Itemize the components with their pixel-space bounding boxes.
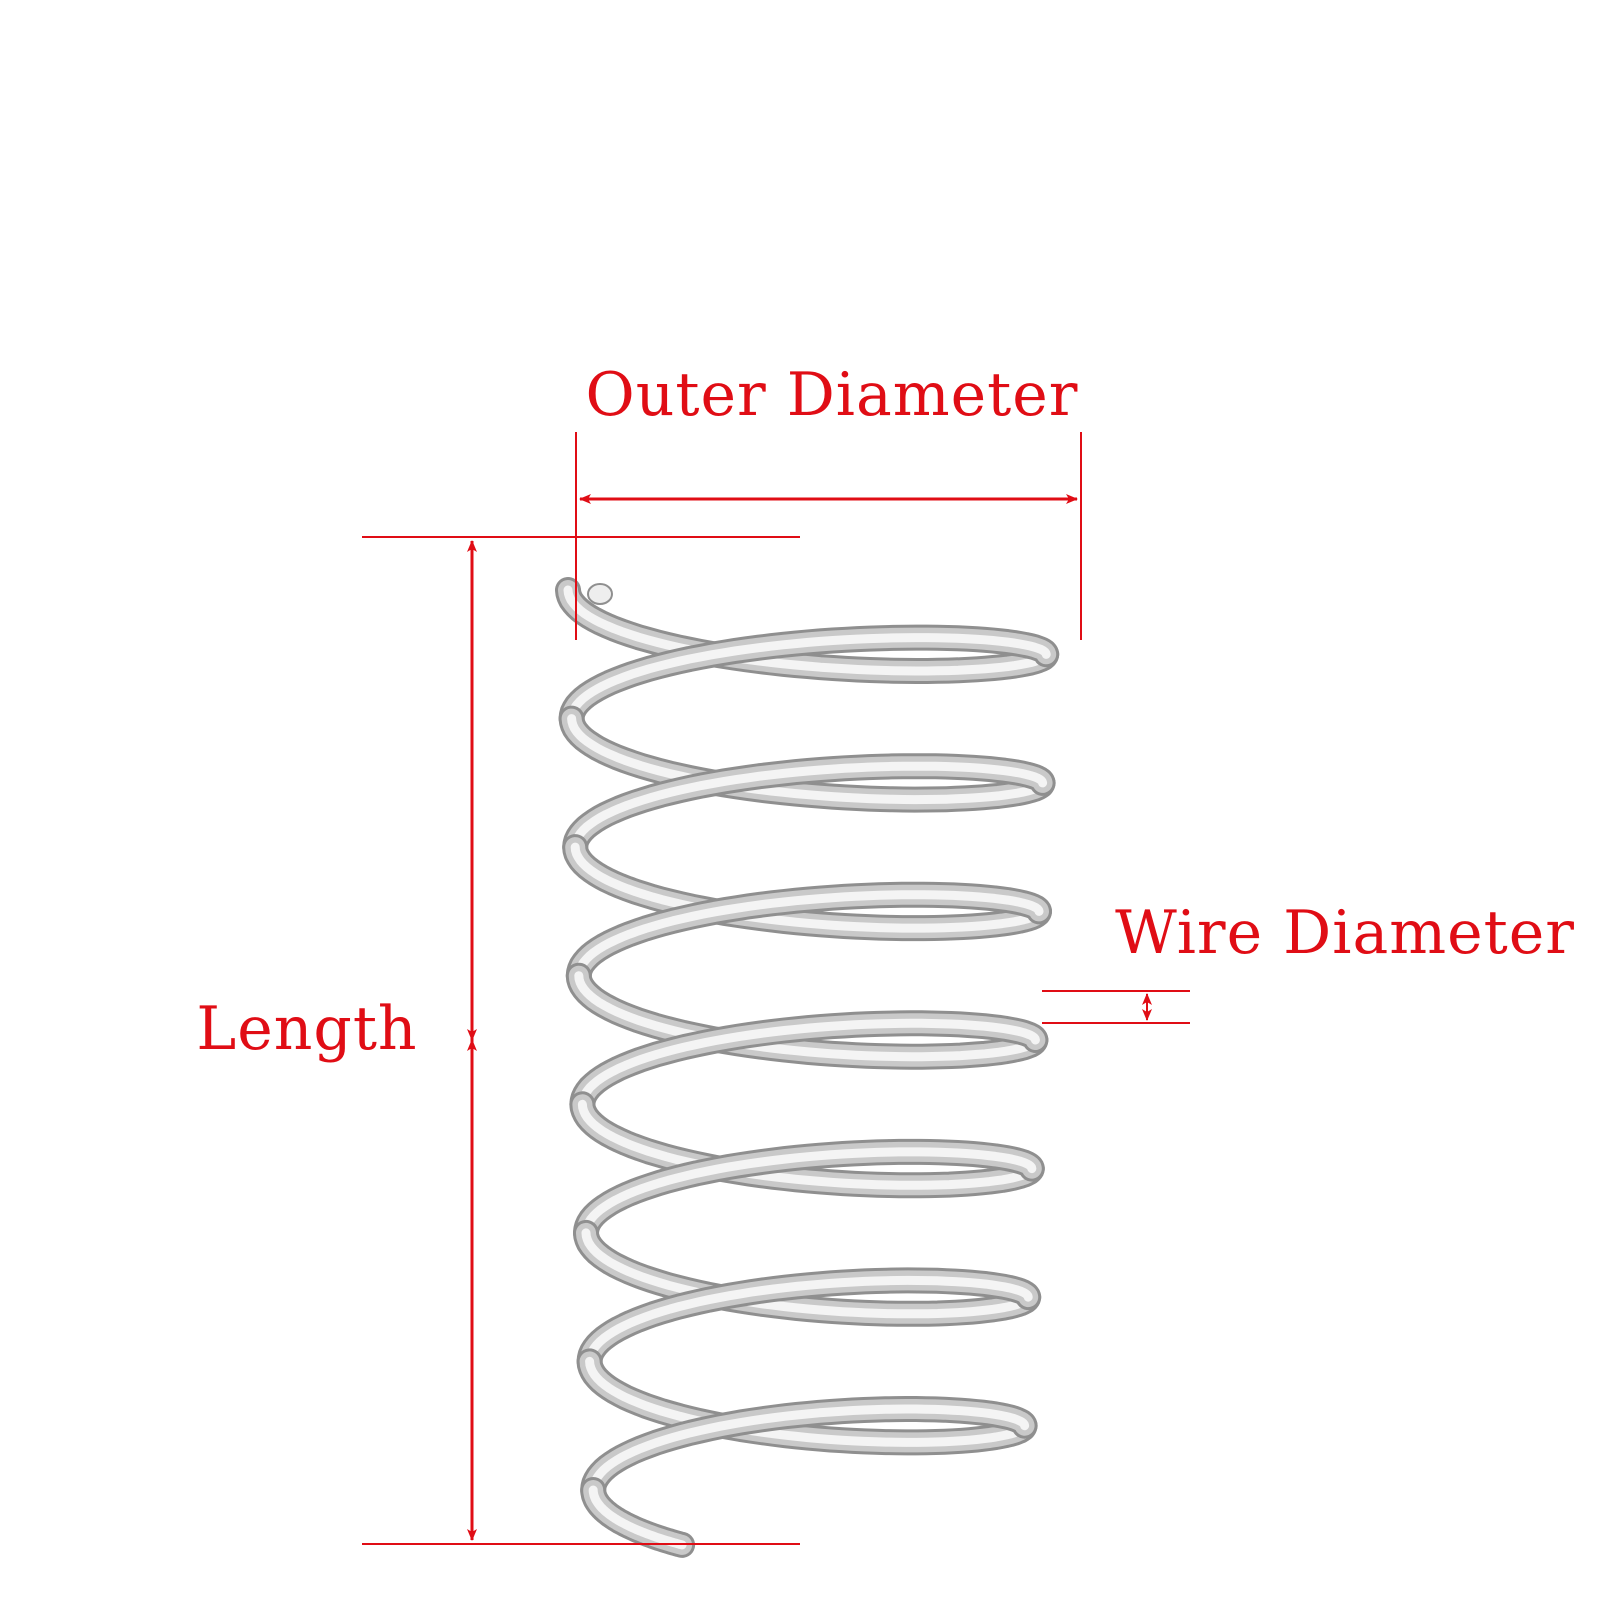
spring-coil-segment: [570, 842, 1044, 933]
spring-coil-segment: [567, 714, 1048, 805]
spring-coil-segment: [585, 1275, 1033, 1366]
spring-coil-segment: [574, 971, 1040, 1062]
spring-wire-end-top: [587, 583, 613, 605]
spring-coil-segment: [570, 761, 1048, 852]
dimension-lines: [362, 432, 1190, 1545]
spring-coil-segment: [577, 1099, 1037, 1190]
spring-coil-segment: [588, 1404, 1030, 1495]
compression-spring: [555, 577, 1060, 1558]
length-label: Length: [196, 994, 417, 1064]
wire-diameter-label: Wire Diameter: [1115, 898, 1575, 968]
spring-coil-segment: [563, 585, 1051, 676]
spring-coil-segment: [567, 633, 1051, 724]
spring-coil-segment: [574, 890, 1044, 981]
spring-coil-segment: [581, 1228, 1033, 1319]
spring-coil-segment: [588, 1485, 687, 1550]
spring-coil-segment: [585, 1356, 1030, 1447]
spring-coil-segment: [581, 1147, 1037, 1238]
outer-diameter-label: Outer Diameter: [586, 360, 1079, 430]
spring-coil-segment: [577, 1018, 1040, 1109]
